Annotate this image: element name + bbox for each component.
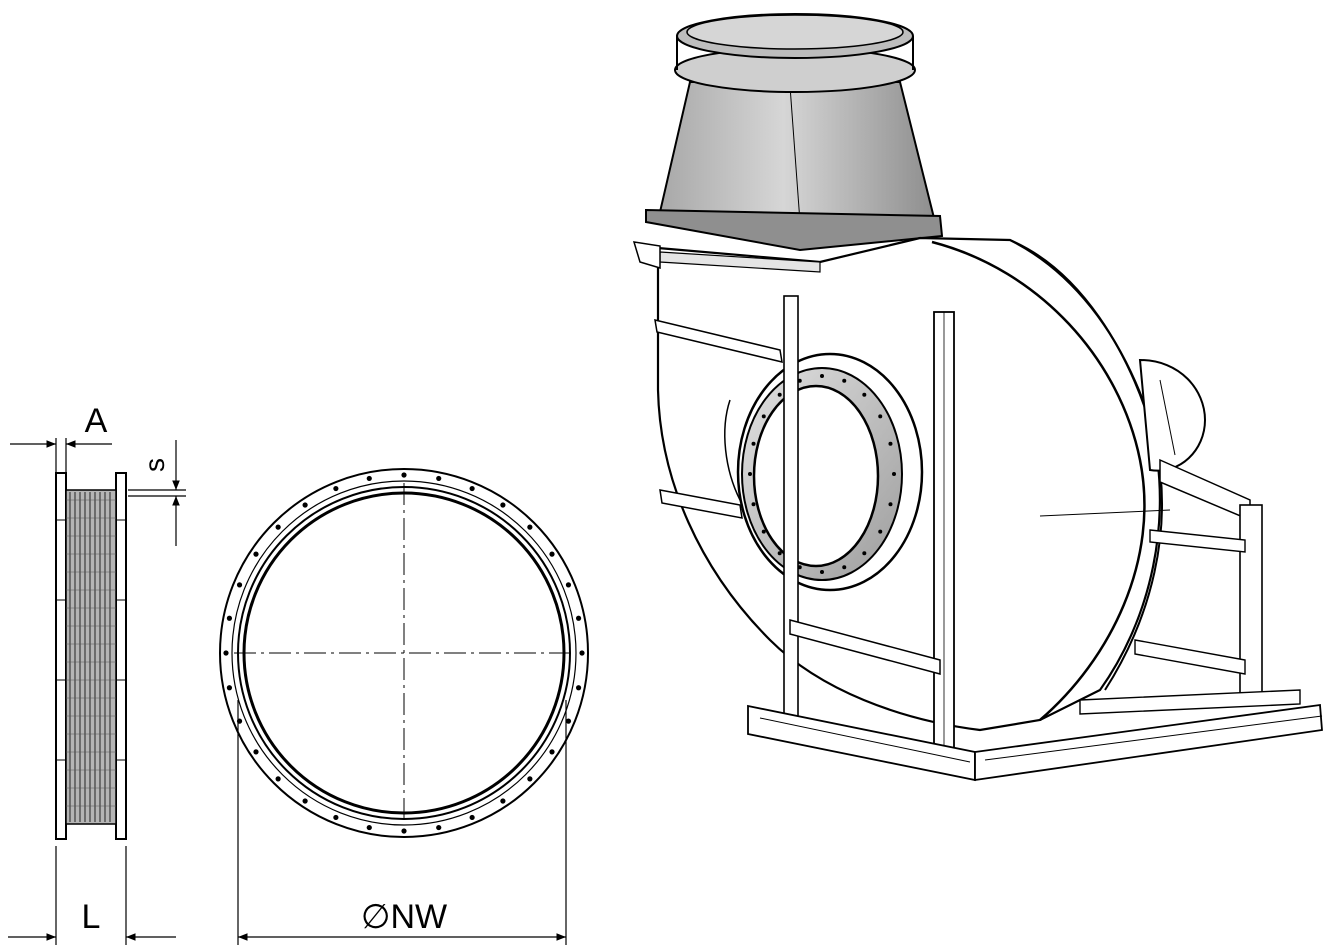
inlet-bolt	[751, 441, 756, 446]
bolt-hole	[469, 485, 475, 492]
dim-s-label: s	[139, 458, 170, 472]
bolt-hole	[565, 582, 572, 588]
inlet-bolt	[878, 529, 883, 534]
bolt-hole	[500, 798, 506, 804]
bolt-hole	[302, 502, 308, 508]
bolt-hole	[226, 615, 233, 621]
inlet-bolt	[751, 502, 756, 507]
bolt-hole	[469, 814, 475, 821]
dimension-a: A	[10, 402, 112, 490]
side-rail-upper	[654, 319, 783, 363]
inlet-bolt	[820, 570, 824, 574]
flange-bolt-marks	[56, 519, 126, 761]
outlet-opening	[686, 14, 904, 50]
bolt-hole	[275, 776, 281, 782]
inlet-bolt	[820, 374, 824, 378]
inlet-bolt	[761, 414, 766, 419]
bolt-hole	[275, 524, 281, 530]
bolt-hole	[436, 475, 442, 482]
housing-front-edge	[931, 240, 1146, 721]
bolt-hole	[575, 685, 582, 691]
dim-nw-label: ∅NW	[361, 898, 447, 936]
bolt-hole	[366, 475, 372, 482]
bolt-hole	[236, 582, 243, 588]
lower-brace	[789, 619, 941, 675]
inlet-bolt	[862, 392, 867, 397]
inlet-bolt	[842, 378, 847, 383]
bolt-hole	[500, 502, 506, 508]
inlet-bolt	[748, 472, 752, 476]
bolt-hole	[579, 650, 585, 656]
flange-outer-circle	[219, 468, 589, 838]
bolt-hole	[565, 718, 572, 724]
inlet-bolt	[892, 472, 896, 476]
outlet-flange-plate	[645, 208, 944, 252]
fan-assembly-isometric	[632, 13, 1323, 782]
bolt-hole	[253, 551, 259, 557]
rear-support-post	[783, 295, 799, 717]
left-flange	[55, 472, 67, 840]
motor-housing	[1138, 358, 1207, 472]
base-frame-front-right	[974, 703, 1323, 782]
dim-a-label: A	[85, 402, 108, 440]
bolt-hole	[549, 749, 555, 755]
compensator-side-view	[55, 472, 127, 840]
bolt-hole	[253, 749, 259, 755]
bolt-hole	[401, 828, 407, 834]
bolt-hole	[226, 685, 233, 691]
dim-l-label: L	[82, 898, 101, 936]
bolt-hole	[436, 824, 442, 831]
bolt-hole	[527, 524, 533, 530]
inlet-opening	[752, 384, 880, 568]
bolt-hole	[575, 615, 582, 621]
bolt-hole	[527, 776, 533, 782]
bellows	[65, 489, 117, 825]
outlet-transition-duct	[658, 81, 936, 220]
inlet-bolt	[888, 441, 893, 446]
bolt-hole	[223, 650, 229, 656]
flange-front-view	[219, 468, 589, 838]
inlet-bolt	[777, 551, 782, 556]
bellows-ribs	[66, 492, 116, 822]
bolt-hole	[333, 485, 339, 492]
inlet-bolt	[862, 551, 867, 556]
inlet-bolt	[777, 392, 782, 397]
right-flange	[115, 472, 127, 840]
bolt-hole	[302, 798, 308, 804]
housing-seam	[1039, 509, 1171, 517]
dimension-s: s	[128, 440, 186, 546]
motor-pedestal-post	[1239, 504, 1263, 706]
flange-mid-circle	[231, 480, 577, 826]
inlet-bolt	[888, 502, 893, 507]
base-frame-rear	[1079, 689, 1301, 715]
bolt-hole	[333, 814, 339, 821]
dimension-nw: ∅NW	[237, 700, 567, 945]
inlet-bolt	[878, 414, 883, 419]
inlet-bolt	[761, 529, 766, 534]
side-rail-middle	[659, 489, 743, 519]
bolt-hole	[401, 472, 407, 478]
bolt-hole	[366, 824, 372, 831]
inlet-bolt	[842, 565, 847, 570]
bolt-hole	[549, 551, 555, 557]
dimension-l: L	[8, 846, 176, 945]
